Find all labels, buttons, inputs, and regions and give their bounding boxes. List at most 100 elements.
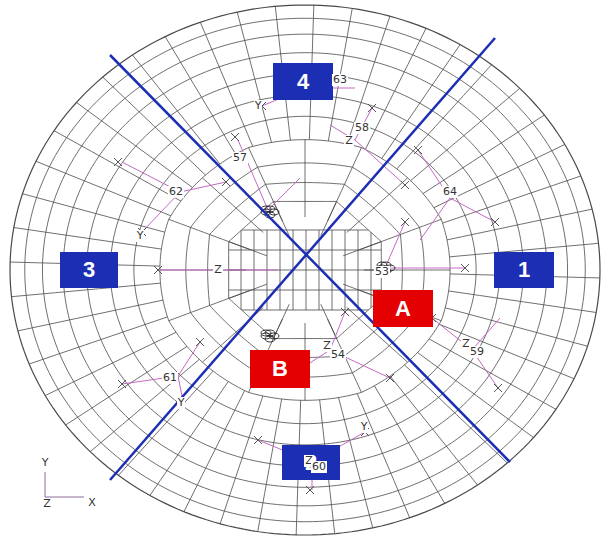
- mesh-spoke: [423, 115, 544, 194]
- mesh-spoke: [411, 88, 520, 180]
- mesh-spoke: [397, 65, 492, 169]
- axis-line: [432, 318, 472, 350]
- mesh-spoke: [418, 352, 534, 437]
- mesh-spoke: [328, 8, 352, 141]
- mesh-spoke: [337, 339, 362, 393]
- mesh-spoke: [45, 332, 176, 395]
- zone-label-box: 4: [273, 63, 333, 100]
- cross-marker: [306, 486, 314, 494]
- axis-line: [178, 342, 200, 376]
- mesh-ring: [134, 116, 476, 423]
- mesh-spoke: [374, 386, 444, 504]
- mesh-spoke: [165, 37, 235, 155]
- zone-label: 3: [83, 257, 95, 283]
- grid-line: [321, 304, 337, 338]
- mesh-spoke: [169, 298, 229, 320]
- cross-marker: [386, 374, 394, 382]
- mesh-ring: [25, 18, 586, 522]
- callout-number: 60: [311, 461, 327, 473]
- axis-letter: Y: [254, 100, 263, 112]
- mesh-spoke: [381, 270, 450, 271]
- grid-line: [215, 310, 395, 311]
- zone-label-box: 3: [60, 252, 118, 288]
- mesh-spoke: [273, 201, 282, 221]
- grid-line: [343, 242, 381, 256]
- callout-number: 58: [354, 122, 370, 134]
- axis-line: [178, 376, 182, 396]
- callout-number: 61: [162, 372, 178, 384]
- mesh-spoke: [439, 324, 574, 378]
- mesh-ring: [63, 53, 547, 488]
- mesh-ring: [42, 34, 567, 506]
- local-axes: [122, 68, 500, 490]
- mesh-spoke: [347, 222, 359, 233]
- axis-line: [268, 178, 300, 210]
- callout-number: 54: [330, 349, 346, 361]
- cross-marker: [222, 178, 230, 186]
- mesh-spoke: [36, 161, 171, 215]
- mesh-ring: [10, 5, 600, 535]
- mesh-spoke: [328, 201, 337, 221]
- mesh-spoke: [14, 228, 162, 250]
- zone-label: 4: [297, 69, 309, 95]
- bolt-symbol: [265, 336, 275, 342]
- mesh-spoke: [90, 359, 199, 451]
- cross-marker: [414, 146, 422, 154]
- axis-line: [45, 472, 46, 497]
- cross-marker: [401, 181, 409, 189]
- mesh-spoke: [133, 55, 220, 164]
- mesh-spoke: [169, 219, 229, 241]
- mesh-spoke: [390, 376, 477, 485]
- mesh-spoke: [258, 399, 282, 532]
- global-axes: [45, 472, 84, 497]
- zone-label: B: [272, 356, 288, 382]
- cross-marker: [118, 380, 126, 388]
- mesh-spoke: [251, 222, 263, 233]
- zone-label-box: 1: [494, 252, 554, 288]
- section-line: [110, 38, 495, 480]
- mesh-spoke: [18, 300, 163, 331]
- mesh-spoke: [22, 194, 164, 232]
- axis-letter: Y: [136, 230, 145, 242]
- mesh-spoke: [365, 28, 426, 149]
- mesh-spoke: [54, 131, 181, 201]
- axis-letter: Y: [177, 397, 186, 409]
- cross-marker: [254, 436, 262, 444]
- cross-marker: [196, 338, 204, 346]
- axis-line: [330, 350, 390, 378]
- mesh-spoke: [76, 102, 192, 187]
- axis-line: [420, 198, 450, 240]
- section-lines: [110, 38, 510, 480]
- node-markers: [114, 64, 502, 494]
- axis-letter: X: [87, 497, 97, 509]
- mesh-spoke: [229, 242, 251, 250]
- cross-marker: [114, 158, 122, 166]
- mesh-spoke: [220, 396, 263, 524]
- mesh-spoke: [337, 148, 362, 202]
- mesh-spoke: [434, 144, 565, 207]
- mesh-spoke: [103, 77, 206, 175]
- grid-line: [215, 250, 395, 251]
- mesh-spoke: [339, 398, 373, 528]
- mesh-lines: [10, 5, 600, 535]
- mesh-spoke: [305, 323, 306, 339]
- mesh-spoke: [229, 290, 251, 298]
- mesh-spoke: [347, 16, 390, 144]
- cross-marker: [491, 218, 499, 226]
- mesh-spoke: [184, 391, 245, 512]
- cross-marker: [341, 308, 349, 316]
- mesh-spoke: [118, 371, 213, 475]
- axis-line: [355, 140, 405, 185]
- axis-letter: Y: [41, 457, 50, 469]
- callout-number: 59: [469, 346, 485, 358]
- cross-marker: [154, 266, 162, 274]
- zone-label: 1: [518, 257, 530, 283]
- zone-label-box: B: [250, 350, 310, 388]
- section-line: [110, 55, 510, 462]
- cross-marker: [368, 104, 376, 112]
- axis-line: [142, 192, 180, 232]
- mesh-spoke: [305, 201, 306, 217]
- axis-line: [385, 222, 405, 268]
- axis-letter: Y: [360, 421, 369, 433]
